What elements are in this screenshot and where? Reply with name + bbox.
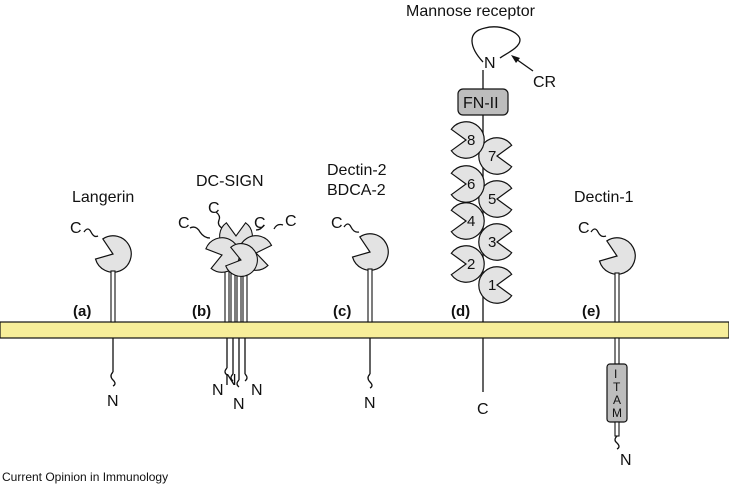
dcsign-c-terminus-2: C xyxy=(208,200,220,217)
itam-letter-i: I xyxy=(614,367,617,381)
mannose-receptor: Mannose receptor N CR FN-II 1 2 3 4 5 6 … xyxy=(406,3,556,418)
dectin2-c-terminus: C xyxy=(331,215,343,232)
panel-label-a: (a) xyxy=(73,303,91,320)
langerin-c-terminus: C xyxy=(70,220,82,237)
dcsign-n-terminus-2: N xyxy=(225,372,237,389)
panel-label-c: (c) xyxy=(333,303,351,320)
dcsign-n-terminus-3: N xyxy=(233,396,245,413)
dectin2-n-terminus: N xyxy=(364,395,376,412)
mannose-receptor-label: Mannose receptor xyxy=(406,3,536,20)
dectin1-stalk xyxy=(614,272,620,323)
itam-letter-t: T xyxy=(613,380,621,394)
ctld-number-1: 1 xyxy=(488,277,496,294)
langerin-label: Langerin xyxy=(72,189,134,206)
itam-letter-a: A xyxy=(613,393,621,407)
ctld-number-3: 3 xyxy=(488,234,496,251)
dcsign-c-terminus-4: C xyxy=(285,213,297,230)
dcsign-c-terminus-1: C xyxy=(178,215,190,232)
itam-letter-m: M xyxy=(612,406,622,420)
dcsign-n-terminus-4: N xyxy=(251,382,263,399)
panel-label-e: (e) xyxy=(582,303,600,320)
dectin1-label: Dectin-1 xyxy=(574,189,634,206)
langerin-receptor: Langerin C N (a) xyxy=(70,189,137,410)
dcsign-c-terminus-3: C xyxy=(254,215,266,232)
ctld-number-5: 5 xyxy=(488,191,496,208)
dcsign-n-terminus-1: N xyxy=(212,382,224,399)
cr-label: CR xyxy=(533,74,556,91)
dectin1-receptor: Dectin-1 C I T A M N (e) xyxy=(574,189,641,469)
ctld-number-4: 4 xyxy=(467,213,475,230)
dectin1-n-terminus: N xyxy=(620,452,632,469)
ctld-number-2: 2 xyxy=(467,256,475,273)
langerin-stalk xyxy=(110,270,116,323)
ctld-number-6: 6 xyxy=(467,176,475,193)
dectin2-stalk xyxy=(367,268,373,323)
langerin-n-terminus: N xyxy=(107,393,119,410)
dcsign-label: DC-SIGN xyxy=(196,173,264,190)
cr-pointer-arrow xyxy=(515,58,534,72)
dectin1-c-terminus: C xyxy=(578,220,590,237)
panel-label-b: (b) xyxy=(192,303,211,320)
panel-label-d: (d) xyxy=(451,303,470,320)
cell-membrane xyxy=(0,321,729,339)
dectin2-receptor: Dectin-2 BDCA-2 C N (c) xyxy=(327,162,394,412)
fn-ii-label: FN-II xyxy=(463,95,499,112)
ctld-number-8: 8 xyxy=(467,132,475,149)
ctld-number-7: 7 xyxy=(488,148,496,165)
journal-credit: Current Opinion in Immunology xyxy=(2,470,168,484)
mannose-c-terminus: C xyxy=(477,401,489,418)
dcsign-receptor: DC-SIGN C C C C N xyxy=(178,173,297,413)
dectin2-label: Dectin-2 xyxy=(327,162,387,179)
mannose-n-terminus: N xyxy=(484,55,496,72)
bdca2-label: BDCA-2 xyxy=(327,182,386,199)
cysteine-rich-loop xyxy=(471,26,521,63)
